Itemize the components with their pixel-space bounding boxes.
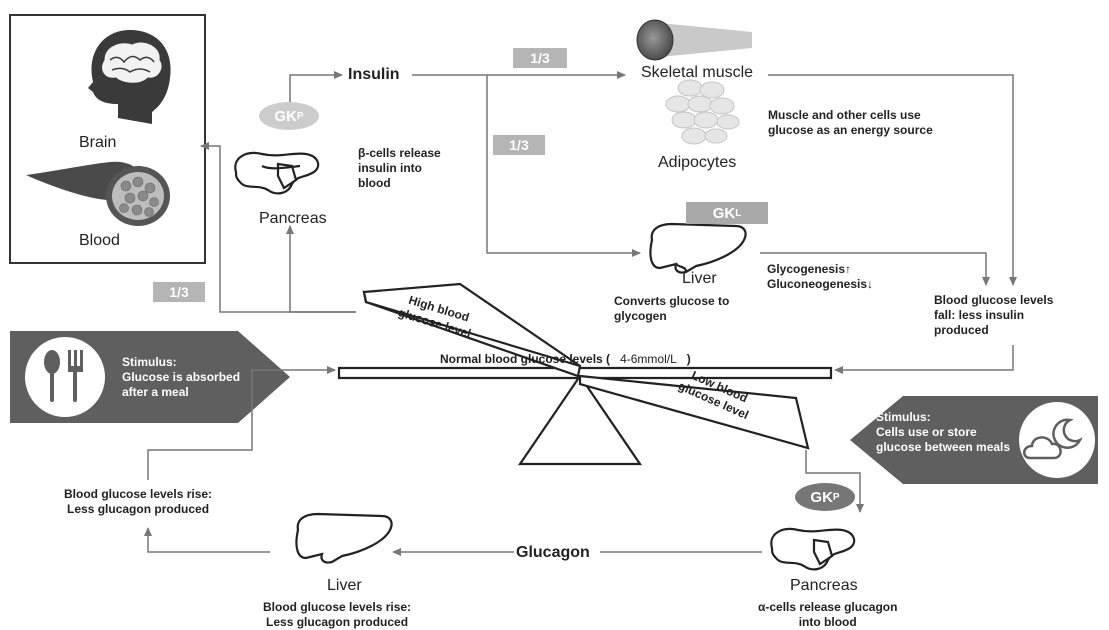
pancreas-top-icon: [234, 151, 320, 195]
levels-rise-left-note: Blood glucose levels rise:Less glucagon …: [64, 487, 213, 516]
fraction-badge-muscle: 1/3: [513, 48, 567, 68]
skeletal-muscle-label: Skeletal muscle: [641, 64, 754, 81]
low-beam: [578, 374, 810, 450]
muscle-icon: [636, 19, 752, 61]
normal-beam: [337, 366, 833, 380]
adipocytes-icon: [665, 79, 740, 145]
fraction-badge-liver: 1/3: [493, 135, 545, 155]
insulin-label: Insulin: [348, 66, 400, 83]
normal-glucose-label: Normal blood glucose levels ( 4-6mmol/L …: [440, 352, 691, 366]
pancreas-bottom-label: Pancreas: [790, 577, 858, 594]
fork-spoon-icon: [25, 337, 105, 417]
liver-bottom-label: Liver: [327, 577, 362, 594]
blood-vessel-icon: [26, 161, 170, 226]
liver-top-icon: [649, 222, 747, 274]
liver-top-label: Liver: [682, 270, 717, 287]
adipocytes-label: Adipocytes: [658, 154, 737, 171]
moon-cloud-icon: [1019, 402, 1095, 478]
blood-label: Blood: [79, 232, 120, 249]
gluconeogenesis-note: Gluconeogenesis↓: [767, 277, 874, 291]
balance-fulcrum: [517, 374, 643, 466]
pancreas-top-label: Pancreas: [259, 210, 327, 227]
brain-head-icon: [88, 30, 171, 124]
fraction-badge-brain: 1/3: [153, 282, 205, 302]
brain-label: Brain: [79, 134, 117, 151]
liver-bottom-icon: [295, 512, 393, 564]
pancreas-bottom-icon: [770, 527, 856, 571]
high-beam: [362, 282, 581, 368]
levels-rise-liver-note: Blood glucose levels rise:Less glucagon …: [263, 600, 412, 629]
glycogenesis-note: Glycogenesis↑: [767, 262, 852, 276]
glucagon-label: Glucagon: [516, 544, 590, 561]
